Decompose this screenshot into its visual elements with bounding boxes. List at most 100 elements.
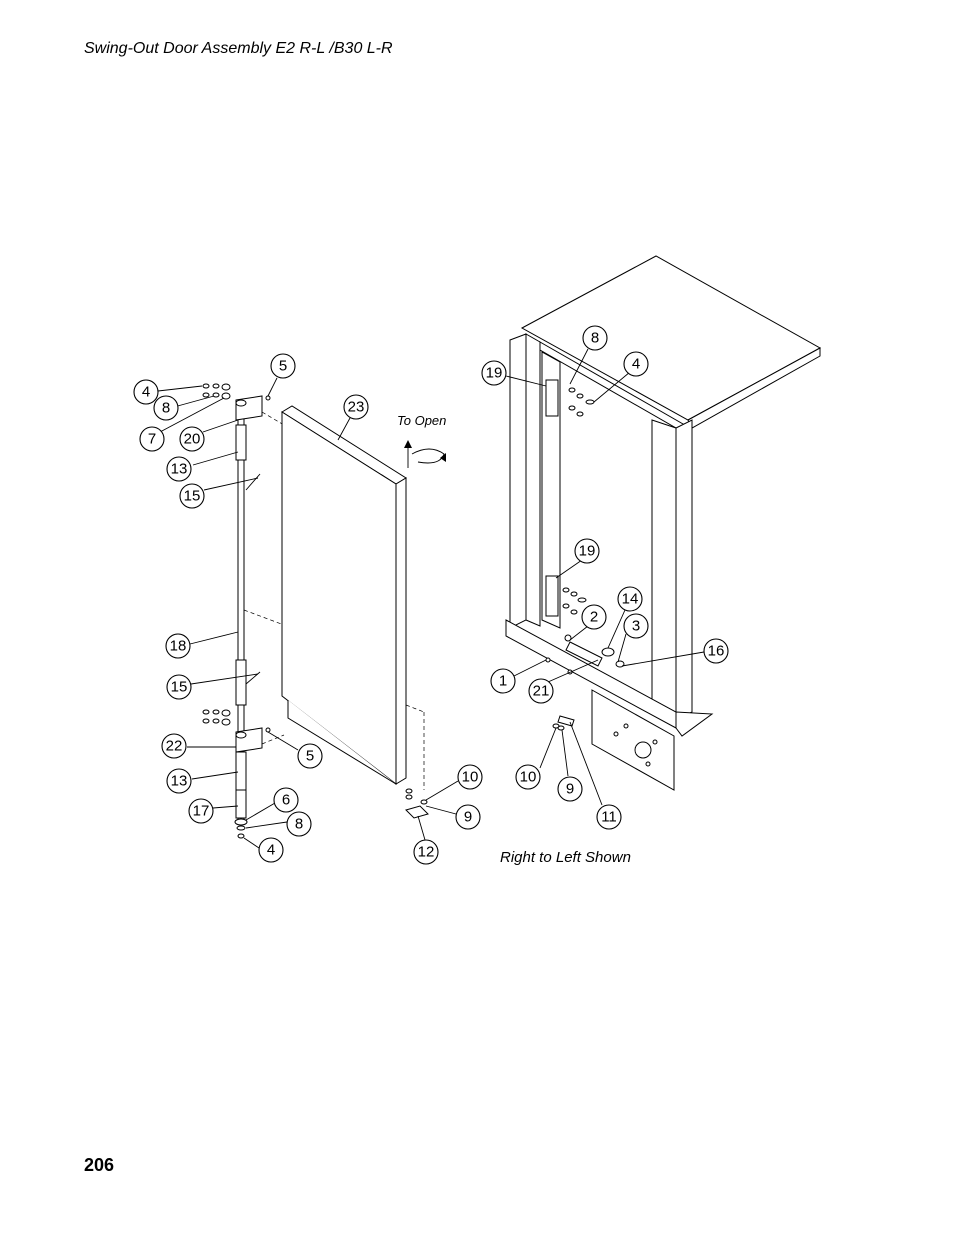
rod-section-mid bbox=[235, 659, 247, 706]
upper-frame-hinge bbox=[545, 379, 559, 417]
svg-text:13: 13 bbox=[171, 461, 188, 478]
rotation-arrow bbox=[411, 448, 445, 464]
svg-text:15: 15 bbox=[184, 488, 201, 505]
document-title: Swing-Out Door Assembly E2 R-L /B30 L-R bbox=[84, 40, 393, 57]
svg-text:8: 8 bbox=[162, 400, 170, 417]
mounting-plate bbox=[591, 689, 675, 791]
svg-text:17: 17 bbox=[193, 803, 210, 820]
right-post-side bbox=[675, 419, 693, 721]
cabinet-frame bbox=[505, 255, 822, 791]
callout-11: 11 bbox=[596, 804, 622, 830]
catch-plate bbox=[557, 715, 575, 727]
alignment-line bbox=[405, 704, 425, 713]
small-screw-top bbox=[265, 395, 271, 401]
callout-4: 4 bbox=[258, 837, 284, 863]
left-post-side bbox=[525, 333, 541, 627]
svg-text:4: 4 bbox=[632, 356, 640, 373]
to-open-indicator: To Open bbox=[397, 413, 446, 468]
bottom-hinge-pin bbox=[235, 731, 247, 739]
washer bbox=[234, 818, 248, 826]
svg-text:15: 15 bbox=[171, 679, 188, 696]
small-screw-bottom bbox=[265, 727, 271, 733]
svg-text:20: 20 bbox=[184, 431, 201, 448]
top-hinge-pin bbox=[235, 399, 247, 407]
callout-22: 22 bbox=[161, 733, 187, 759]
bottom-fasteners bbox=[202, 709, 231, 726]
latch-washer bbox=[564, 634, 572, 642]
svg-text:7: 7 bbox=[148, 431, 156, 448]
svg-text:6: 6 bbox=[282, 792, 290, 809]
callout-8: 8 bbox=[153, 395, 179, 421]
callout-16: 16 bbox=[703, 638, 729, 664]
callout-15: 15 bbox=[179, 483, 205, 509]
set-screw-upper bbox=[245, 473, 261, 491]
svg-text:18: 18 bbox=[170, 638, 187, 655]
callout-13: 13 bbox=[166, 456, 192, 482]
frame-fasteners-lower bbox=[562, 587, 587, 615]
callout-23: 23 bbox=[343, 394, 369, 420]
alignment-line bbox=[261, 411, 285, 426]
svg-text:14: 14 bbox=[622, 591, 639, 608]
plate-hole-small bbox=[623, 723, 629, 729]
inner-left-channel bbox=[541, 351, 561, 629]
hinge-rod-assembly bbox=[202, 383, 285, 839]
callout-8: 8 bbox=[582, 325, 608, 351]
right-post-face bbox=[651, 419, 677, 721]
rod-section-upper bbox=[235, 424, 247, 461]
plate-hole-small bbox=[645, 761, 651, 767]
callout-14: 14 bbox=[617, 586, 643, 612]
svg-text:11: 11 bbox=[601, 809, 617, 826]
callout-10: 10 bbox=[515, 764, 541, 790]
svg-text:19: 19 bbox=[579, 543, 596, 560]
svg-text:13: 13 bbox=[171, 773, 188, 790]
svg-text:4: 4 bbox=[267, 842, 275, 859]
svg-text:5: 5 bbox=[306, 748, 314, 765]
bottom-rail bbox=[505, 619, 677, 729]
svg-text:5: 5 bbox=[279, 358, 287, 375]
svg-text:10: 10 bbox=[462, 769, 479, 786]
svg-text:9: 9 bbox=[464, 809, 472, 826]
svg-text:16: 16 bbox=[708, 643, 725, 660]
rotation-arrow-head bbox=[440, 453, 446, 462]
callout-8: 8 bbox=[286, 811, 312, 837]
svg-text:19: 19 bbox=[486, 365, 503, 382]
callout-19: 19 bbox=[481, 360, 507, 386]
svg-text:2: 2 bbox=[590, 609, 598, 626]
nut bbox=[237, 833, 245, 839]
callout-17: 17 bbox=[188, 798, 214, 824]
view-note: Right to Left Shown bbox=[500, 849, 631, 866]
latch-parts bbox=[405, 788, 429, 819]
svg-text:21: 21 bbox=[533, 683, 550, 700]
callouts: 5 4 8 7 20 23 13 15 18 15 22 5 13 6 17 8… bbox=[133, 325, 729, 865]
to-open-label: To Open bbox=[397, 413, 446, 428]
lower-frame-hinge bbox=[545, 575, 559, 617]
svg-text:23: 23 bbox=[348, 399, 365, 416]
svg-text:22: 22 bbox=[166, 738, 183, 755]
callout-9: 9 bbox=[557, 776, 583, 802]
callout-9: 9 bbox=[455, 804, 481, 830]
callout-20: 20 bbox=[179, 426, 205, 452]
callout-6: 6 bbox=[273, 787, 299, 813]
plate-hole-small bbox=[652, 739, 658, 745]
callout-5: 5 bbox=[297, 743, 323, 769]
svg-text:3: 3 bbox=[632, 618, 640, 635]
callout-21: 21 bbox=[528, 678, 554, 704]
frame-fasteners-upper bbox=[568, 387, 595, 417]
alignment-line bbox=[261, 734, 285, 745]
svg-text:10: 10 bbox=[520, 769, 537, 786]
svg-text:8: 8 bbox=[295, 816, 303, 833]
callout-19: 19 bbox=[574, 538, 600, 564]
svg-text:4: 4 bbox=[142, 384, 150, 401]
cabinet-top bbox=[520, 255, 822, 421]
arrow-head bbox=[404, 440, 412, 448]
bottom-rail-tab bbox=[675, 711, 714, 737]
latch-cam bbox=[601, 647, 615, 657]
callout-10: 10 bbox=[457, 764, 483, 790]
callout-4: 4 bbox=[133, 379, 159, 405]
callout-3: 3 bbox=[623, 613, 649, 639]
callout-7: 7 bbox=[139, 426, 165, 452]
door-bottom-lip bbox=[287, 700, 397, 785]
rail-screw bbox=[545, 657, 551, 663]
latch-bar bbox=[565, 641, 603, 667]
